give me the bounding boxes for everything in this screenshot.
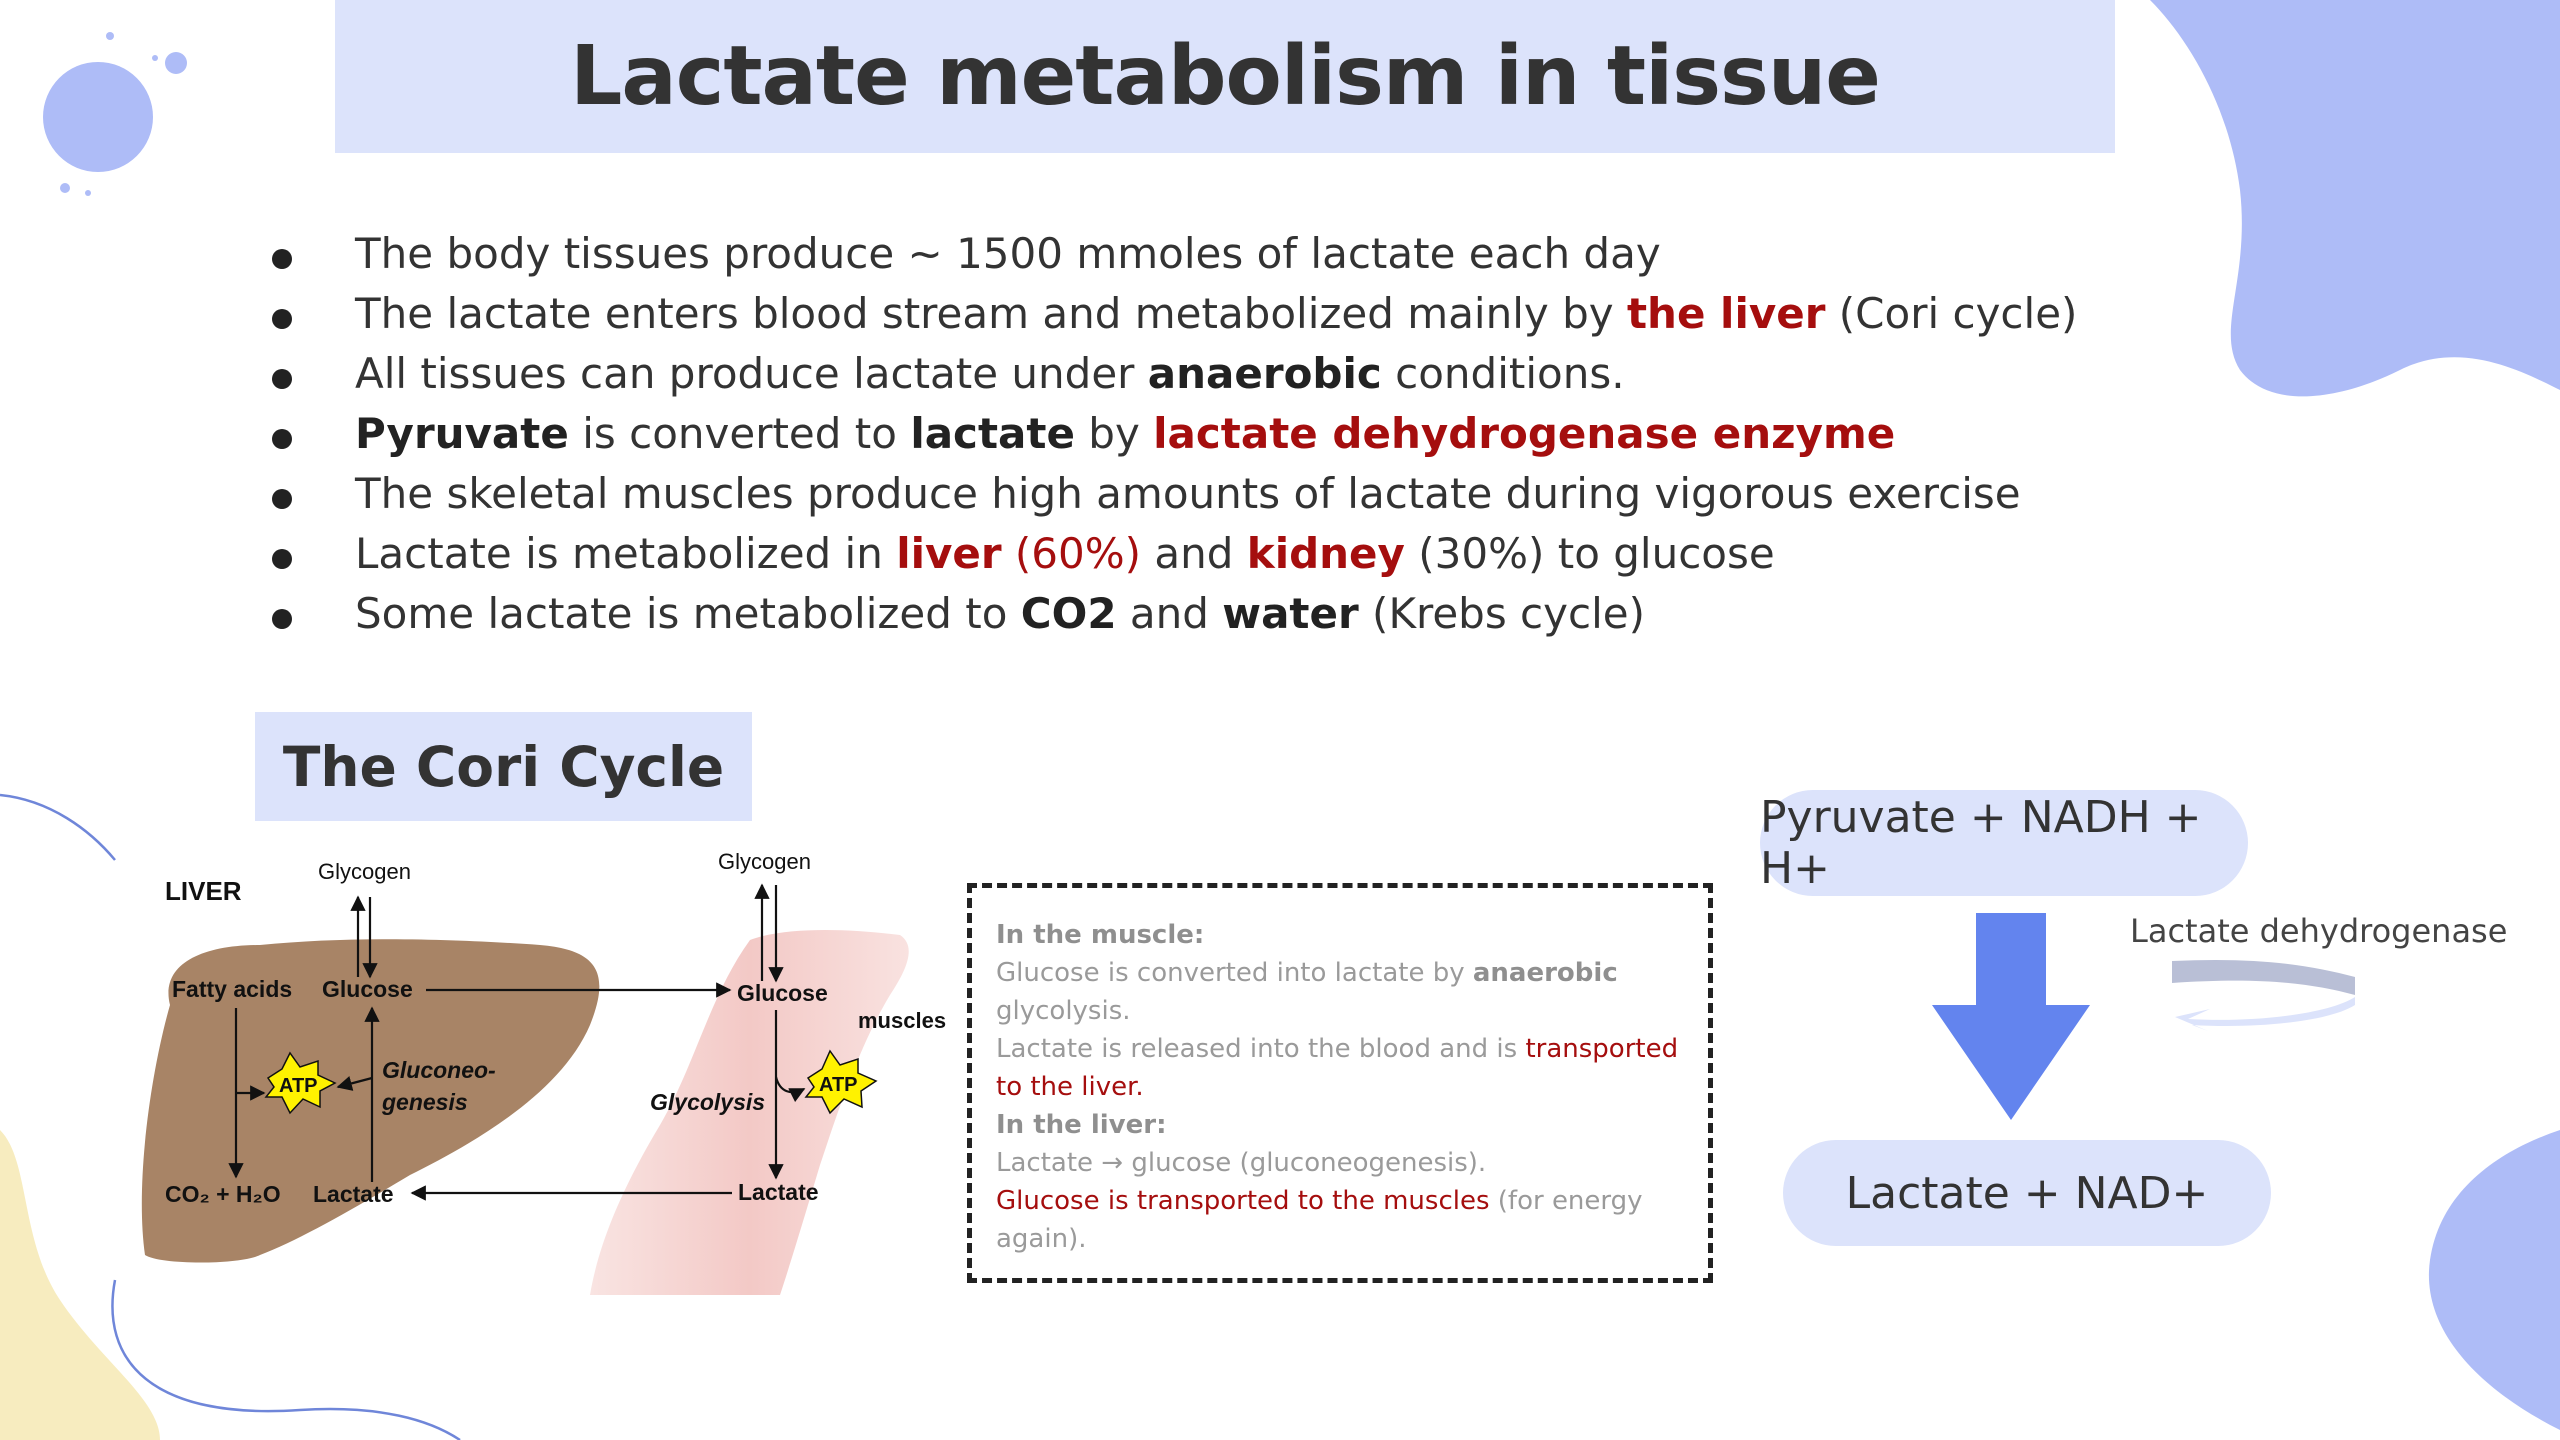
lactate-liver-label: Lactate <box>313 1181 394 1207</box>
reactants-text: Pyruvate + NADH + H+ <box>1760 792 2202 894</box>
atp-muscle-icon: ATP <box>804 1049 878 1115</box>
atp-liver-icon: ATP <box>264 1051 337 1115</box>
title-banner: Lactate metabolism in tissue <box>335 0 2115 153</box>
cori-notes-box: In the muscle: Glucose is converted into… <box>967 883 1713 1283</box>
products-text: Lactate + NAD+ <box>1845 1167 2209 1219</box>
gluconeo-label-2: genesis <box>381 1089 468 1115</box>
bullet-item: The lactate enters blood stream and meta… <box>270 284 2077 344</box>
bullet-item: All tissues can produce lactate under an… <box>270 344 2070 404</box>
cori-cycle-diagram: LIVER Glycogen Glycogen Fatty acids Gluc… <box>141 849 946 1295</box>
reverse-arrow-head <box>2175 997 2355 1031</box>
reaction-arrows <box>1932 913 2355 1120</box>
glycogen-liver-label: Glycogen <box>318 859 411 884</box>
glucose-liver-label: Glucose <box>322 976 413 1002</box>
gluconeo-label-1: Gluconeo- <box>382 1057 496 1083</box>
liver-label: LIVER <box>165 876 242 906</box>
left-line-curve-1 <box>0 793 116 861</box>
top-left-dot-3 <box>152 55 158 61</box>
muscle-line-1: Glucose is converted into lactate by ana… <box>996 958 1618 1026</box>
bottom-right-blob <box>2428 1130 2560 1430</box>
glycogen-muscle-label: Glycogen <box>718 849 811 874</box>
top-left-dot-5 <box>85 190 91 196</box>
top-left-dot-4 <box>60 183 70 193</box>
bullet-item: The body tissues produce ~ 1500 mmoles o… <box>270 224 2070 284</box>
bullet-item: Lactate is metabolized in liver (60%) an… <box>270 524 2070 584</box>
muscle-heading: In the muscle: <box>996 920 1205 950</box>
co2-h2o-label: CO₂ + H₂O <box>165 1181 281 1207</box>
muscles-label: muscles <box>858 1008 946 1033</box>
top-left-dot-2 <box>106 32 114 40</box>
left-line-curve-2 <box>111 1279 461 1440</box>
liver-line-2: Glucose is transported to the muscles (f… <box>996 1186 1643 1254</box>
enzyme-label: Lactate dehydrogenase <box>2130 912 2508 950</box>
svg-text:ATP: ATP <box>819 1074 858 1096</box>
cori-cycle-heading-box: The Cori Cycle <box>255 712 752 821</box>
bullet-list: The body tissues produce ~ 1500 mmoles o… <box>270 224 2077 644</box>
reactants-pill: Pyruvate + NADH + H+ <box>1760 790 2248 896</box>
glycolysis-label: Glycolysis <box>650 1089 765 1115</box>
bullet-item: Some lactate is metabolized to CO2 and w… <box>270 584 2070 644</box>
glucose-muscle-label: Glucose <box>737 980 828 1006</box>
liver-line-1: Lactate → glucose (gluconeogenesis). <box>996 1148 1487 1178</box>
muscle-shape <box>590 930 909 1295</box>
muscle-line-2: Lactate is released into the blood and i… <box>996 1034 1679 1102</box>
bullet-item: The skeletal muscles produce high amount… <box>270 464 2070 524</box>
reverse-arrow-icon <box>2172 959 2355 995</box>
bullet-item: Pyruvate is converted to lactate by lact… <box>270 404 2070 464</box>
bottom-left-yellow-blob <box>0 1130 160 1440</box>
liver-shape <box>141 939 600 1263</box>
fatty-acids-label: Fatty acids <box>172 976 292 1002</box>
down-arrow-icon <box>1932 913 2090 1120</box>
top-left-blob <box>43 62 153 172</box>
svg-text:ATP: ATP <box>279 1075 318 1097</box>
top-left-dot-1 <box>165 52 187 74</box>
page-title: Lactate metabolism in tissue <box>570 29 1881 124</box>
top-right-blob <box>2150 0 2560 397</box>
lactate-muscle-label: Lactate <box>738 1179 819 1205</box>
liver-heading: In the liver: <box>996 1110 1167 1140</box>
cori-cycle-heading: The Cori Cycle <box>282 734 725 799</box>
products-pill: Lactate + NAD+ <box>1783 1140 2271 1246</box>
